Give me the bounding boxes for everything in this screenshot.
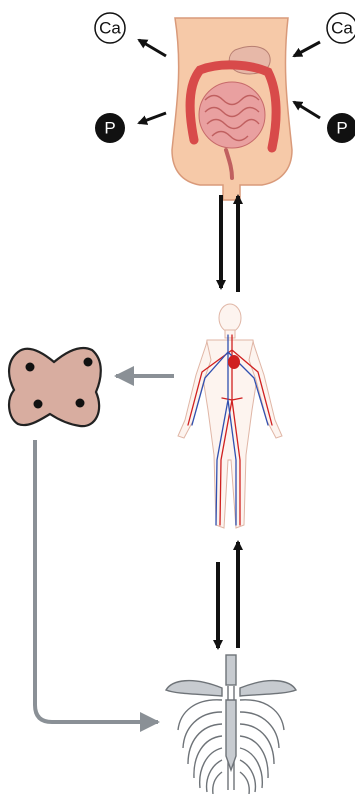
arrow-calcium-right-to-gut (294, 42, 320, 56)
phosphate-ion-left: P (95, 113, 125, 143)
calcium-ion-left: Ca (95, 13, 125, 43)
calcium-label-right: Ca (331, 18, 353, 37)
arrow-gland-to-bone (35, 440, 158, 722)
calcium-ion-right: Ca (327, 13, 355, 43)
intestine-icon (172, 18, 292, 200)
parathyroid-gland-icon (9, 348, 101, 426)
phosphate-label-right: P (336, 118, 347, 137)
phosphate-label-left: P (104, 118, 115, 137)
arrow-gut-to-calcium-left (139, 40, 166, 56)
calcium-label-left: Ca (99, 18, 121, 37)
phosphate-ion-right: P (327, 113, 355, 143)
ribcage-icon (166, 655, 296, 794)
arrow-gut-to-phosphate-left (139, 113, 166, 123)
arrow-phosphate-right-to-gut (294, 102, 320, 118)
